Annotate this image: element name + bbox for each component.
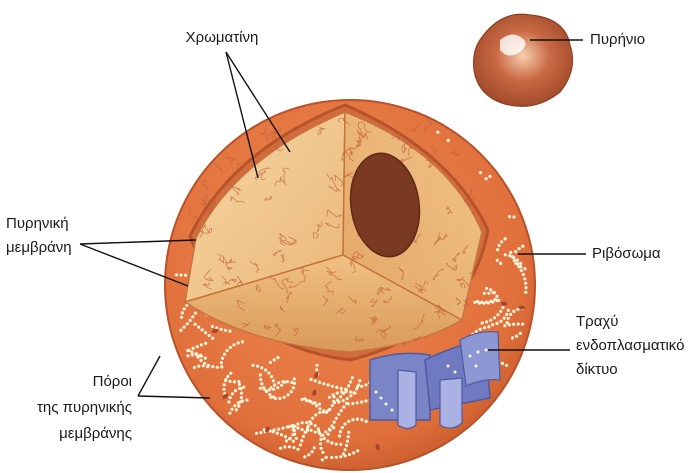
label-rough-er-line2: ενδοπλασματικό	[576, 336, 684, 356]
label-nucleolus: Πυρήνιο	[590, 30, 645, 50]
label-nuclear-membrane-line1: Πυρηνική	[6, 214, 69, 234]
label-nuclear-membrane-line2: μεμβράνη	[6, 238, 72, 258]
label-ribosome: Ριβόσωμα	[592, 244, 661, 264]
label-chromatin: Χρωματίνη	[162, 28, 282, 48]
label-rough-er-line1: Τραχύ	[576, 312, 618, 332]
label-rough-er-line3: δίκτυο	[576, 360, 618, 380]
nucleolus-detail	[474, 14, 573, 106]
label-pores-line3: μεμβράνης	[20, 424, 132, 444]
label-pores-line2: της πυρηνικής	[20, 398, 132, 418]
label-pores-line1: Πόροι	[20, 372, 132, 392]
